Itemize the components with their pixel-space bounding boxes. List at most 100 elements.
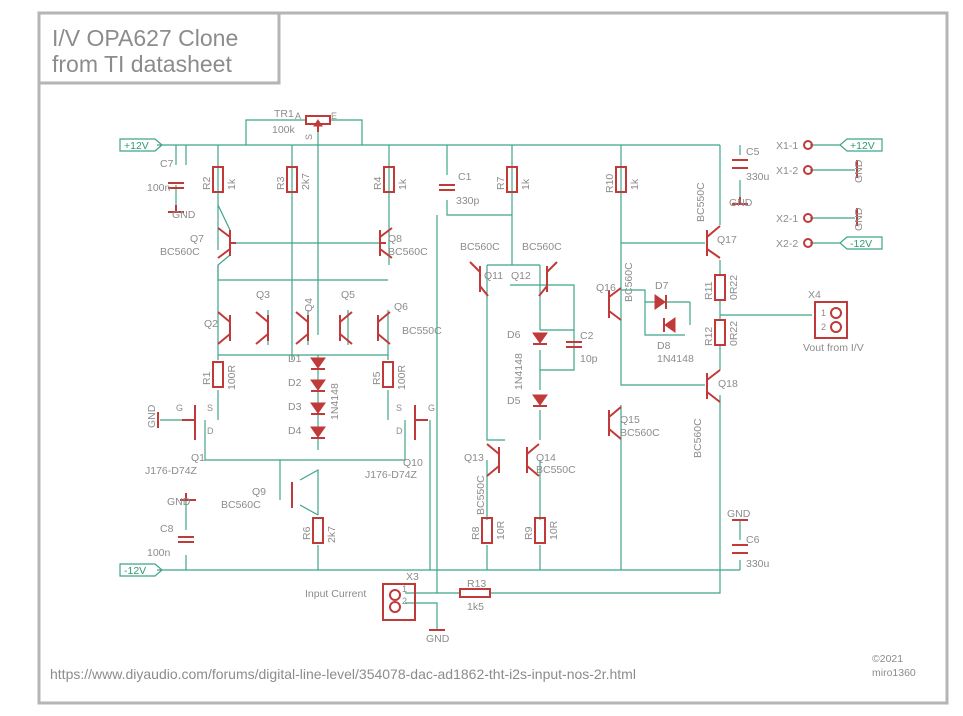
q10-s: S [396, 403, 402, 413]
q9-name: Q9 [252, 486, 266, 498]
c8-value: 100n [147, 547, 171, 559]
q2-name: Q2 [204, 318, 218, 330]
c7-value: 100n [147, 182, 171, 194]
d3-name: D3 [288, 401, 302, 413]
r2-name: R2 [201, 176, 213, 190]
d5-name: D5 [507, 395, 521, 407]
q1-name: Q1 [191, 452, 205, 464]
tr1-name: TR1 [274, 108, 294, 120]
R12-body [714, 319, 726, 346]
d8-name: D8 [657, 340, 671, 352]
q11-type: BC560C [460, 241, 500, 253]
r11-value: 0R22 [728, 275, 740, 300]
r5-value: 100R [396, 364, 408, 390]
R11-body [714, 274, 726, 301]
q17-type: BC550C [695, 182, 707, 222]
q1-d: D [207, 426, 214, 436]
r10-value: 1k [629, 178, 641, 190]
port-p12-right-shape [839, 138, 883, 152]
R6-body [312, 517, 324, 544]
q13-name: Q13 [464, 452, 484, 464]
r13-name: R13 [467, 578, 486, 590]
d5-6-type: 1N4148 [513, 353, 525, 390]
q1-s: S [207, 403, 213, 413]
r13-value: 1k5 [467, 601, 484, 613]
port-p12-left: +12V [124, 140, 149, 152]
r2-value: 1k [226, 178, 238, 190]
tr1-e: E [331, 111, 337, 121]
gnd-c5: GND [729, 197, 753, 209]
q9-type: BC560C [221, 499, 261, 511]
x4-pin2: 2 [821, 322, 826, 332]
title-block [37, 11, 281, 85]
r1-value: 100R [226, 364, 238, 390]
r6-value: 2k7 [326, 526, 338, 543]
gnd-q1: GND [146, 404, 158, 428]
x2-2-label: X2-2 [776, 238, 798, 250]
d7-8-type: 1N4148 [657, 353, 694, 365]
port-m12-right-shape [839, 236, 883, 250]
d7-name: D7 [655, 280, 669, 292]
x1-1-label: X1-1 [776, 140, 798, 152]
R1-body [212, 361, 224, 388]
q15-type: BC560C [620, 427, 660, 439]
q16-name: Q16 [596, 282, 616, 294]
q13-type: BC550C [475, 475, 487, 515]
q18-name: Q18 [718, 378, 738, 390]
C8-body [178, 536, 194, 543]
c2-name: C2 [580, 330, 594, 342]
R5-body [382, 361, 394, 388]
r11-name: R11 [703, 281, 715, 300]
q15-name: Q15 [620, 414, 640, 426]
c5-value: 330u [746, 171, 770, 183]
R9-body [534, 517, 546, 544]
r12-value: 0R22 [728, 321, 740, 346]
q12-name: Q12 [511, 270, 531, 282]
footer-copyright: ©2021 [872, 653, 903, 665]
gnd-c6: GND [727, 508, 751, 520]
q14-type: BC550C [536, 464, 576, 476]
port-m12-left-shape [119, 563, 163, 577]
parts [157, 115, 858, 631]
q6-type: BC550C [402, 325, 442, 337]
r4-value: 1k [397, 178, 409, 190]
q4-name: Q4 [303, 298, 315, 312]
q7-name: Q7 [190, 233, 204, 245]
footer-author: miro1360 [872, 667, 916, 679]
gnd-x3: GND [426, 633, 450, 645]
R4-body [383, 166, 395, 193]
C2-body [566, 341, 582, 348]
port-m12-left: -12V [124, 565, 146, 577]
d2-name: D2 [288, 377, 302, 389]
r1-name: R1 [201, 371, 213, 385]
x4-label: Vout from I/V [803, 342, 864, 354]
r12-name: R12 [703, 327, 715, 346]
C6-body [732, 544, 748, 554]
c6-value: 330u [746, 558, 770, 570]
q10-type: J176-D74Z [365, 469, 418, 481]
footer-url: https://www.diyaudio.com/forums/digital-… [50, 666, 636, 682]
R13-body [459, 588, 491, 598]
C5-body [732, 159, 748, 169]
d4-name: D4 [288, 425, 302, 437]
q17-name: Q17 [717, 234, 737, 246]
q12-type: BC560C [522, 241, 562, 253]
R3-body [286, 166, 298, 193]
R10-body [615, 166, 627, 193]
q11-name: Q11 [484, 270, 503, 282]
r7-value: 1k [520, 178, 532, 190]
r8-value: 10R [495, 520, 507, 540]
r6-name: R6 [301, 526, 313, 540]
title-line2: from TI datasheet [52, 51, 232, 77]
port-p12-right: +12V [850, 140, 875, 152]
q6-name: Q6 [394, 301, 408, 313]
tr1-value: 100k [272, 124, 296, 136]
x2-1-label: X2-1 [776, 213, 798, 225]
tr1-s: S [304, 134, 314, 140]
x1-2-label: X1-2 [776, 165, 798, 177]
c2-value: 10p [580, 353, 598, 365]
C1-body [439, 184, 455, 191]
r10-name: R10 [604, 174, 616, 193]
d6-name: D6 [507, 329, 521, 341]
